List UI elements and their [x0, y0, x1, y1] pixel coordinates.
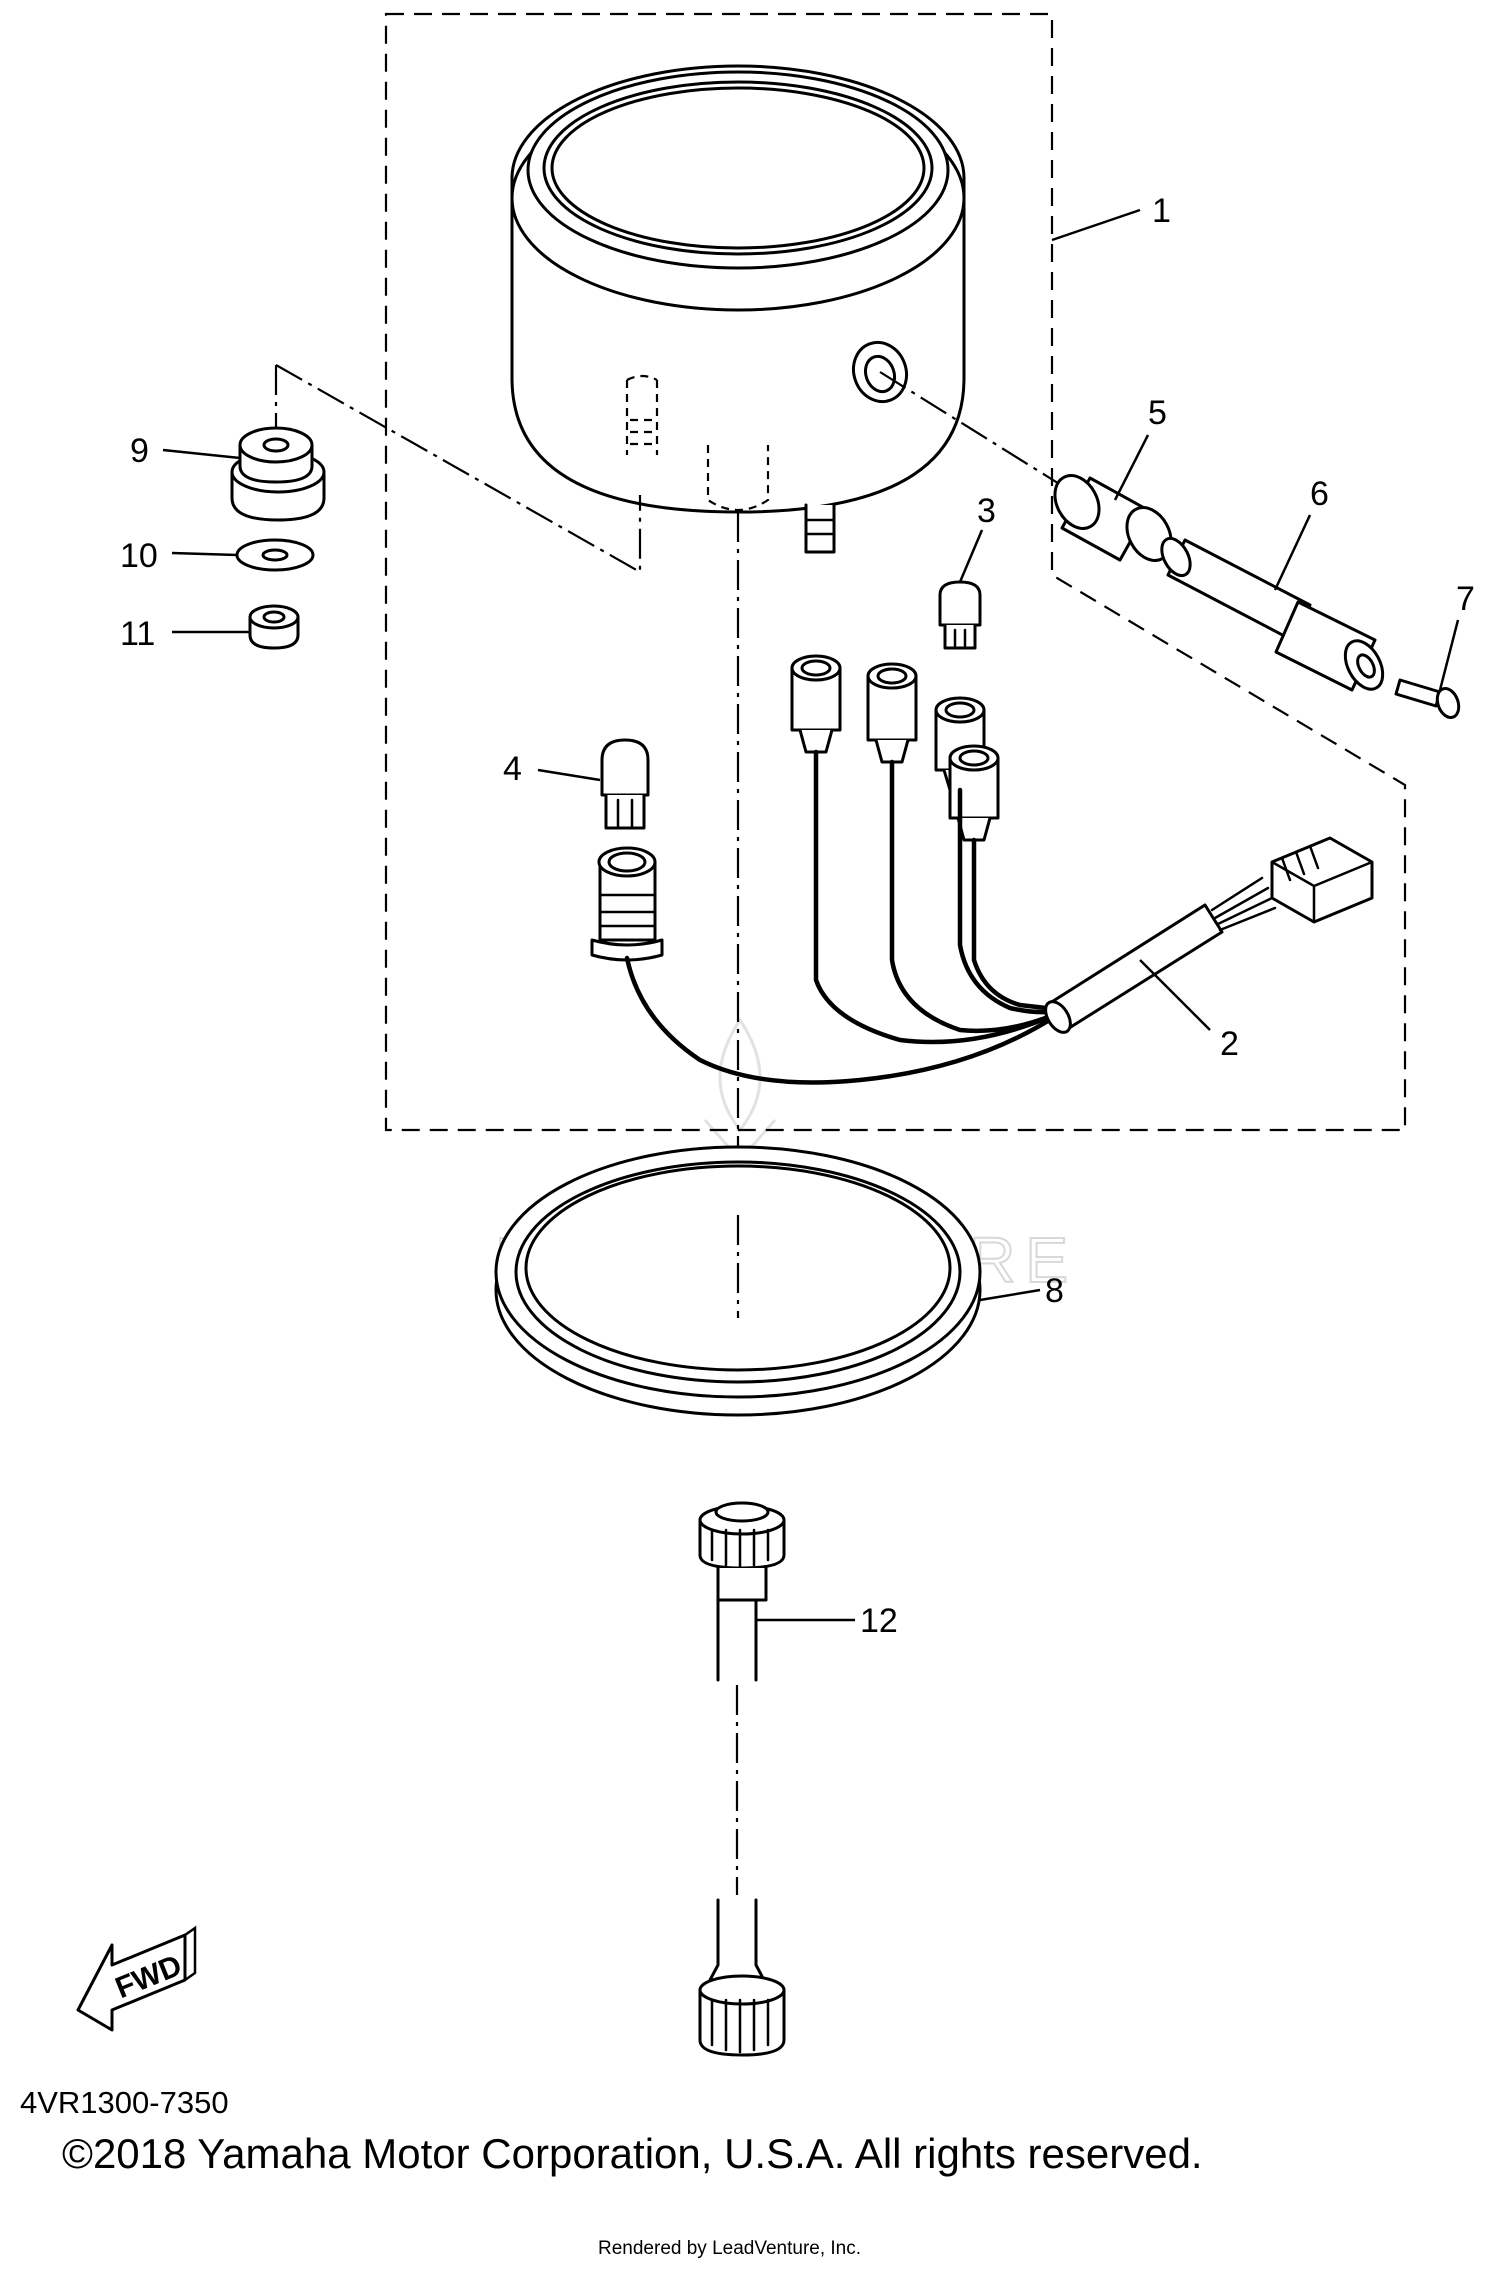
callout-5: 5 [1148, 394, 1167, 432]
grommet-9 [230, 426, 326, 522]
bulb-4 [600, 738, 650, 830]
callout-3: 3 [977, 492, 996, 530]
port-axis-5 [879, 371, 1086, 501]
callout-8: 8 [1045, 1272, 1064, 1310]
render-credit: Rendered by LeadVenture, Inc. [598, 2238, 862, 2260]
callout-7: 7 [1456, 580, 1475, 618]
washer-10 [235, 538, 315, 572]
callout-1: 1 [1152, 192, 1171, 230]
callout-2: 2 [1220, 1025, 1239, 1063]
copyright-notice: ©2018 Yamaha Motor Corporation, U.S.A. A… [62, 2130, 1203, 2177]
wire-harness-2 [590, 654, 1374, 1085]
callout-4: 4 [503, 750, 522, 788]
sleeve-6 [1160, 536, 1385, 692]
callouts: 1 2 3 4 5 6 7 8 9 10 11 12 [120, 192, 1475, 1640]
callout-10: 10 [120, 537, 158, 575]
meter-cable-12 [698, 1501, 786, 2057]
screw-7 [1394, 678, 1461, 720]
meter-housing [510, 64, 966, 554]
fwd-arrow: FWD [76, 1925, 197, 2032]
callout-11: 11 [120, 615, 155, 653]
callout-6: 6 [1310, 475, 1329, 513]
collar-5 [1053, 474, 1173, 562]
drawing-code: 4VR1300-7350 [20, 2085, 229, 2120]
nut-11 [248, 604, 300, 650]
callout-9: 9 [130, 432, 149, 470]
callout-12: 12 [860, 1602, 898, 1640]
leader-lines [162, 208, 1460, 1622]
kit-boundary-dashed [384, 12, 1407, 1132]
bulb-3 [938, 580, 982, 650]
stud-link-line [275, 364, 642, 574]
